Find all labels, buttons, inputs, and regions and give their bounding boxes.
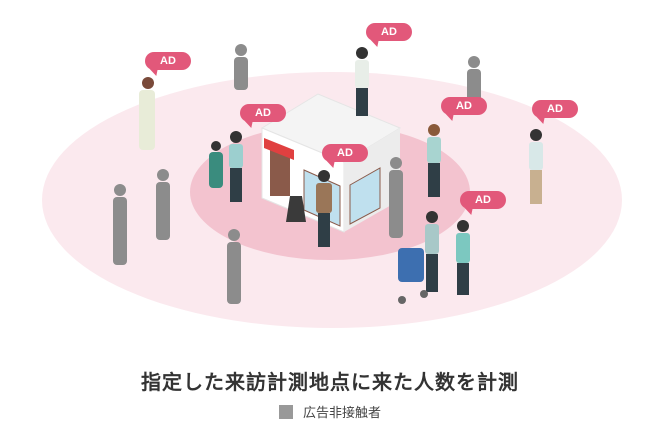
silhouettes <box>113 44 481 304</box>
people <box>139 47 543 304</box>
caption-title: 指定した来訪計測地点に来た人数を計測 <box>141 370 519 394</box>
ad-badge: AD <box>366 23 412 41</box>
ad-badge: AD <box>460 191 506 209</box>
legend: 広告非接触者 <box>0 402 660 421</box>
illustration <box>42 44 622 328</box>
ad-badge: AD <box>441 97 487 115</box>
legend-label: 広告非接触者 <box>302 406 381 421</box>
legend-swatch-icon <box>278 405 293 419</box>
measurement-zone-diagram <box>42 44 622 328</box>
ad-badge: AD <box>532 100 578 118</box>
ad-badge: AD <box>322 144 368 162</box>
ad-badge: AD <box>145 52 191 70</box>
ad-badge: AD <box>240 104 286 122</box>
